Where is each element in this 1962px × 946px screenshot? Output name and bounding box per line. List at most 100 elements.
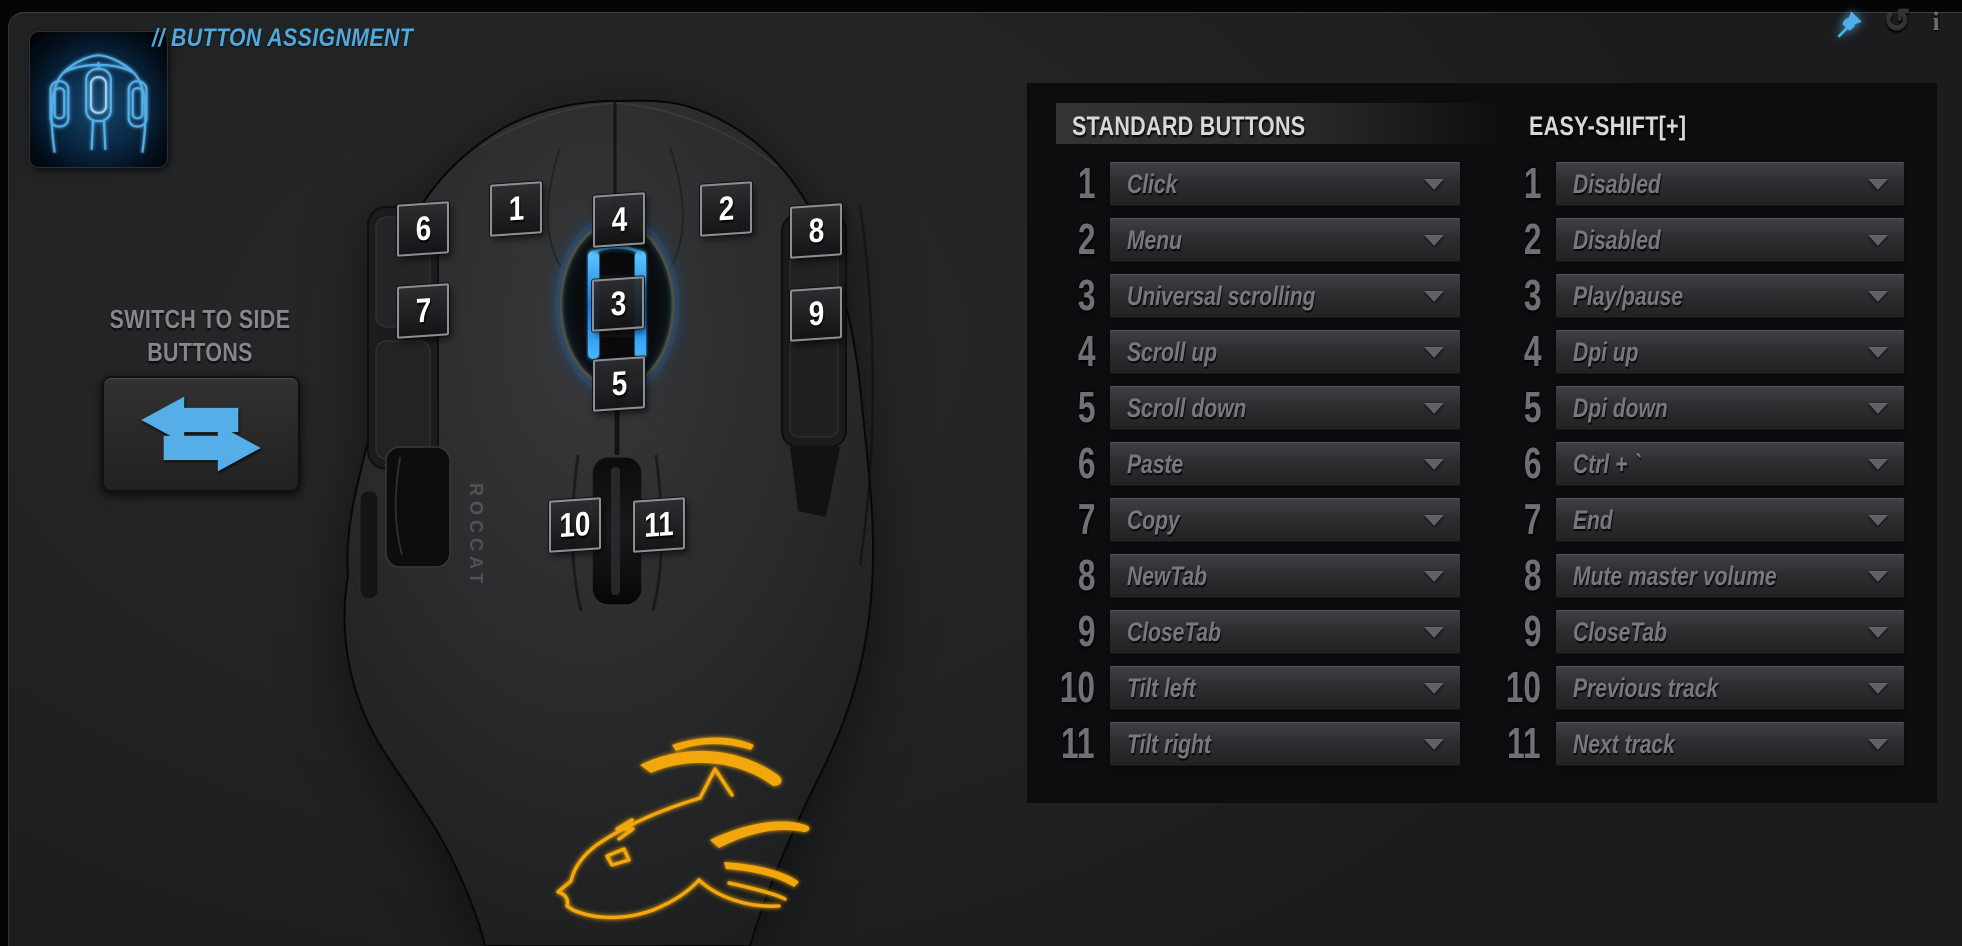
easyshift-row: 4 Dpi up <box>1489 330 1904 374</box>
standard-dropdown-9[interactable]: CloseTab <box>1110 610 1460 654</box>
standard-dropdown-7[interactable]: Copy <box>1110 498 1460 542</box>
easyshift-row: 7 End <box>1489 498 1904 542</box>
dropdown-value: Scroll up <box>1127 336 1218 367</box>
info-icon[interactable]: i <box>1932 7 1940 36</box>
chevron-down-icon <box>1868 179 1888 190</box>
dropdown-value: Click <box>1127 168 1178 199</box>
button-number: 9 <box>1077 607 1095 656</box>
chevron-down-icon <box>1868 291 1888 302</box>
pin-icon[interactable] <box>1836 10 1864 38</box>
button-number: 9 <box>1523 607 1541 656</box>
button-number: 1 <box>1077 159 1095 208</box>
undo-icon[interactable]: ↺ <box>1883 3 1911 39</box>
page-title: // BUTTON ASSIGNMENT <box>152 24 456 53</box>
chevron-down-icon <box>1424 403 1444 414</box>
standard-dropdown-6[interactable]: Paste <box>1110 442 1460 486</box>
chevron-down-icon <box>1868 683 1888 694</box>
mouse-top-view: ROCCAT <box>343 99 875 946</box>
easyshift-row: 1 Disabled <box>1489 162 1904 206</box>
mouse-button-label-2: 2 <box>700 181 752 237</box>
button-number: 8 <box>1523 551 1541 600</box>
dropdown-value: Dpi up <box>1573 336 1639 367</box>
mouse-button-label-5: 5 <box>593 356 645 412</box>
standard-dropdown-4[interactable]: Scroll up <box>1110 330 1460 374</box>
button-number: 7 <box>1077 495 1095 544</box>
standard-dropdown-5[interactable]: Scroll down <box>1110 386 1460 430</box>
button-number: 6 <box>1077 439 1095 488</box>
button-number: 1 <box>1523 159 1541 208</box>
button-number: 4 <box>1077 327 1095 376</box>
mouse-button-label-7: 7 <box>397 283 449 339</box>
swap-arrows-icon <box>141 396 261 472</box>
button-number: 2 <box>1077 215 1095 264</box>
mouse-wireframe-icon <box>49 54 148 153</box>
chevron-down-icon <box>1424 627 1444 638</box>
standard-dropdown-10[interactable]: Tilt left <box>1110 666 1460 710</box>
easyshift-dropdown-3[interactable]: Play/pause <box>1556 274 1904 318</box>
chevron-down-icon <box>1868 571 1888 582</box>
dropdown-value: CloseTab <box>1127 616 1222 647</box>
chevron-down-icon <box>1868 459 1888 470</box>
mouse-button-label-10: 10 <box>549 497 601 553</box>
dropdown-value: Tilt right <box>1127 728 1211 759</box>
mouse-button-label-9: 9 <box>790 286 842 342</box>
easyshift-dropdown-5[interactable]: Dpi down <box>1556 386 1904 430</box>
easyshift-dropdown-10[interactable]: Previous track <box>1556 666 1904 710</box>
easyshift-dropdown-2[interactable]: Disabled <box>1556 218 1904 262</box>
button-number: 8 <box>1077 551 1095 600</box>
easyshift-row: 9 CloseTab <box>1489 610 1904 654</box>
standard-dropdown-11[interactable]: Tilt right <box>1110 722 1460 766</box>
button-number: 10 <box>1505 663 1541 712</box>
chevron-down-icon <box>1424 179 1444 190</box>
mouse-brand-text: ROCCAT <box>466 483 486 589</box>
easyshift-dropdown-6[interactable]: Ctrl + ` <box>1556 442 1904 486</box>
switch-side-buttons-button[interactable] <box>102 376 300 492</box>
chevron-down-icon <box>1424 291 1444 302</box>
mouse-button-label-11: 11 <box>633 497 685 553</box>
easyshift-dropdown-4[interactable]: Dpi up <box>1556 330 1904 374</box>
mouse-button-label-4: 4 <box>593 192 645 248</box>
switch-to-side-buttons-label: SWITCH TO SIDE BUTTONS <box>109 304 291 367</box>
standard-row: 11 Tilt right <box>1043 722 1460 766</box>
easyshift-row: 8 Mute master volume <box>1489 554 1904 598</box>
easy-shift-title: EASY-SHIFT[+] <box>1529 111 1687 141</box>
chevron-down-icon <box>1424 739 1444 750</box>
standard-row: 1 Click <box>1043 162 1460 206</box>
easyshift-dropdown-8[interactable]: Mute master volume <box>1556 554 1904 598</box>
dropdown-value: Dpi down <box>1573 392 1668 423</box>
dropdown-value: Ctrl + ` <box>1573 448 1641 479</box>
button-number: 11 <box>1507 719 1541 768</box>
button-number: 11 <box>1061 719 1095 768</box>
easyshift-dropdown-1[interactable]: Disabled <box>1556 162 1904 206</box>
mouse-button-label-8: 8 <box>790 203 842 259</box>
easyshift-dropdown-9[interactable]: CloseTab <box>1556 610 1904 654</box>
standard-dropdown-2[interactable]: Menu <box>1110 218 1460 262</box>
button-number: 3 <box>1077 271 1095 320</box>
mouse-button-label-3: 3 <box>592 276 644 332</box>
standard-row: 7 Copy <box>1043 498 1460 542</box>
easyshift-dropdown-11[interactable]: Next track <box>1556 722 1904 766</box>
button-number: 7 <box>1523 495 1541 544</box>
standard-row: 3 Universal scrolling <box>1043 274 1460 318</box>
title-slashes: // <box>152 24 165 52</box>
button-number: 4 <box>1523 327 1541 376</box>
chevron-down-icon <box>1424 515 1444 526</box>
chevron-down-icon <box>1868 739 1888 750</box>
standard-dropdown-8[interactable]: NewTab <box>1110 554 1460 598</box>
chevron-down-icon <box>1424 347 1444 358</box>
standard-row: 8 NewTab <box>1043 554 1460 598</box>
easyshift-dropdown-7[interactable]: End <box>1556 498 1904 542</box>
standard-dropdown-1[interactable]: Click <box>1110 162 1460 206</box>
standard-dropdown-3[interactable]: Universal scrolling <box>1110 274 1460 318</box>
title-text: BUTTON ASSIGNMENT <box>171 24 414 52</box>
dropdown-value: End <box>1573 504 1613 535</box>
standard-row: 6 Paste <box>1043 442 1460 486</box>
chevron-down-icon <box>1868 627 1888 638</box>
roccat-cat-logo <box>556 737 810 920</box>
